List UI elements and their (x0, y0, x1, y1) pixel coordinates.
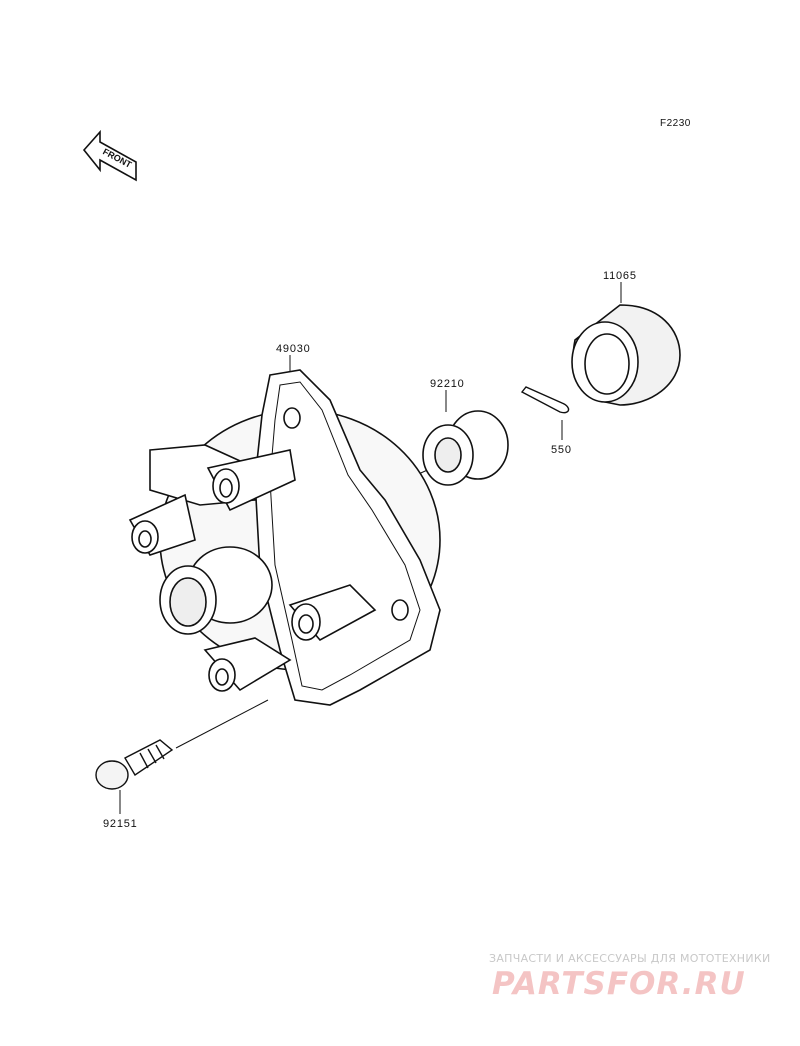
watermark-tagline: ЗАПЧАСТИ И АКСЕССУАРЫ ДЛЯ МОТОТЕХНИКИ (489, 952, 771, 965)
hub-49030-part (128, 369, 441, 706)
seal-92210-part (422, 410, 509, 486)
part-label-92151: 92151 (103, 818, 138, 830)
part-label-550: 550 (551, 444, 572, 456)
bolt-92151-part (95, 739, 174, 790)
cotter-pin-550-part (520, 386, 570, 414)
watermark-logo: PARTSFOR.RU (492, 966, 746, 1002)
part-label-11065: 11065 (603, 270, 637, 282)
part-label-92210: 92210 (430, 378, 465, 390)
figure-code: F2230 (660, 118, 691, 129)
front-arrow-icon: FRONT (82, 129, 137, 182)
bearing-11065-part (571, 304, 681, 406)
part-label-49030: 49030 (276, 343, 311, 355)
